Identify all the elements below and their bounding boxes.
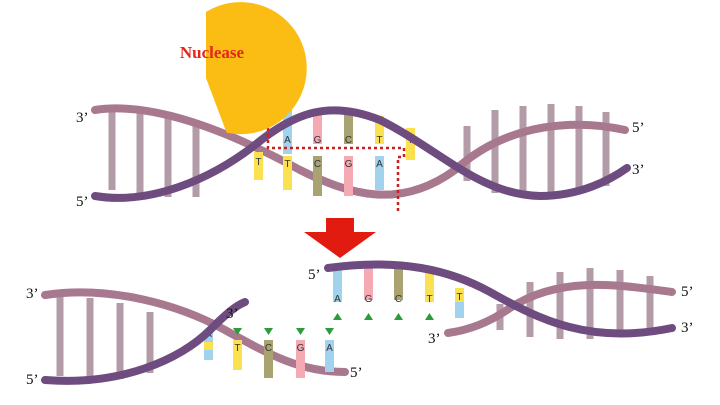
top-right-top-label: 5’ (632, 120, 645, 136)
bottom-left-left-bottom-label: 5’ (26, 372, 39, 388)
bottom-right-right-bottom-label: 3’ (681, 320, 694, 336)
bottom-right-start-bottom-label: 3’ (428, 331, 441, 347)
bottom-right-start-top-label: 5’ (308, 267, 321, 283)
top-lower-base-4: G (345, 159, 353, 170)
nuclease-enzyme: Nuclease (180, 2, 307, 135)
green-arrow-down-icon (233, 328, 242, 335)
bottom-left-front-strand (41, 298, 249, 385)
bottom-right-bases: A G C T T (333, 268, 464, 318)
bottom-right-fragment: A G C T T 5’ 3’ 5’ 3’ (308, 260, 694, 347)
bottom-left-base-3: C (265, 343, 272, 354)
top-right-bottom-label: 3’ (632, 162, 645, 178)
top-lower-bases: T T C G A (254, 152, 384, 196)
top-front-strand (91, 106, 631, 202)
top-left-bottom-label: 5’ (76, 194, 89, 210)
top-upper-base-4: T (376, 135, 382, 146)
green-arrow-up-icon (394, 313, 403, 320)
top-upper-base-1: A (284, 135, 291, 146)
green-arrow-up-icon (425, 313, 434, 320)
bottom-left-end-bottom-label: 5’ (350, 365, 363, 381)
bottom-right-right-top-label: 5’ (681, 284, 694, 300)
bottom-left-arrows (233, 328, 334, 335)
green-arrow-down-icon (296, 328, 305, 335)
top-lower-base-5: A (376, 159, 383, 170)
top-upper-base-3: C (345, 135, 352, 146)
top-rungs-right (463, 104, 610, 197)
bottom-left-base-5: A (326, 343, 333, 354)
bottom-right-base-3: C (395, 294, 402, 305)
green-arrow-down-icon (264, 328, 273, 335)
top-lower-base-3: C (314, 159, 321, 170)
bottom-right-base-2: G (365, 294, 373, 305)
pacman-icon (206, 2, 307, 135)
bottom-left-end-top-label: 3’ (226, 306, 239, 322)
bottom-right-arrows (333, 313, 434, 320)
bottom-left-rungs (56, 296, 154, 379)
top-lower-base-2: T (284, 159, 290, 170)
top-lower-base-1: T (255, 157, 261, 168)
green-arrow-up-icon (333, 313, 342, 320)
down-arrow-icon (304, 218, 376, 258)
nuclease-label: Nuclease (180, 43, 245, 62)
bottom-left-base-2: T (234, 343, 240, 354)
bottom-right-back-strand (444, 280, 676, 337)
bottom-right-base-5: T (456, 292, 462, 303)
green-arrow-down-icon (325, 328, 334, 335)
top-left-top-label: 3’ (76, 110, 89, 126)
green-arrow-up-icon (364, 313, 373, 320)
top-helix: A G C T T T T C G A 3’ 5’ 5’ 3’ (76, 104, 645, 212)
bottom-left-fragment: A T C G A 3’ 5’ 3’ 5’ (26, 286, 363, 388)
bottom-right-front-strand (324, 260, 676, 338)
top-upper-base-2: G (314, 135, 322, 146)
bottom-left-left-top-label: 3’ (26, 286, 39, 302)
bottom-left-base-4: G (297, 343, 305, 354)
bottom-right-base-4: T (426, 294, 432, 305)
top-back-strand (91, 104, 629, 199)
bottom-right-base-1: A (334, 294, 341, 305)
cut-line (266, 110, 406, 212)
